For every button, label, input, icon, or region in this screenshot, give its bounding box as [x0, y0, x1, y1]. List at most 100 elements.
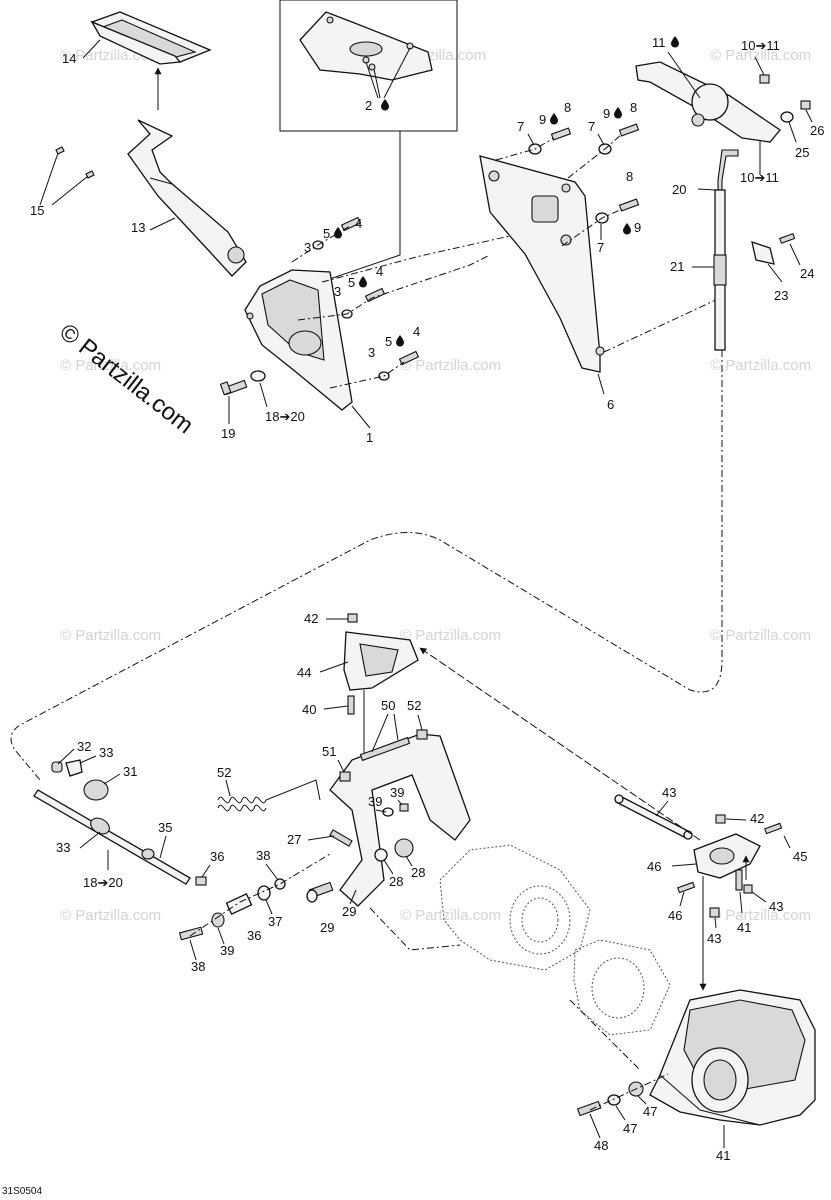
- part-33-cable: [33, 789, 191, 885]
- callout-8c: 8: [626, 169, 633, 184]
- part-8-screw: [550, 123, 640, 212]
- part-47-screw: [764, 822, 783, 835]
- watermark-text: © Partzilla.com: [60, 627, 161, 644]
- callout-42a: 40: [302, 702, 316, 717]
- callout-4c: 4: [413, 324, 420, 339]
- callout-45: 43: [662, 785, 676, 800]
- callout-23: 25: [795, 145, 809, 160]
- part-arm-assembly: [329, 729, 471, 907]
- callout-28: 28: [411, 865, 425, 880]
- callout-40: 39: [390, 785, 404, 800]
- part-24-nut: [800, 100, 811, 110]
- oil-drop-icon: [614, 107, 622, 119]
- callout-42b: 41: [737, 920, 751, 935]
- callout-43b: 42: [750, 811, 764, 826]
- part-4-screw: [340, 216, 420, 366]
- part-39-washer: [382, 807, 394, 817]
- callout-5a: 5: [323, 226, 330, 241]
- callout-30: 31: [123, 764, 137, 779]
- callout-32: 33: [99, 745, 113, 760]
- callout-51: 50: [381, 698, 395, 713]
- callout-39c: 39: [220, 943, 234, 958]
- linkage-route-line: [10, 350, 723, 781]
- callout-39b: 38: [256, 848, 270, 863]
- watermark-text: © Partzilla.com: [710, 47, 811, 64]
- part-31-clip: [51, 761, 63, 773]
- part-32-clip: [65, 759, 83, 777]
- callout-2: 2: [365, 98, 372, 113]
- callout-box: [279, 0, 458, 132]
- part-11-nut: [759, 74, 770, 84]
- callout-14: 14: [62, 51, 76, 66]
- part-22-screw: [779, 233, 796, 244]
- callout-9a: 9: [539, 112, 546, 127]
- callout-46: 46: [647, 859, 661, 874]
- callout-5c: 5: [385, 334, 392, 349]
- callout-39a: 39: [368, 794, 382, 809]
- callout-26: 28: [389, 874, 403, 889]
- callout-49: 47: [623, 1121, 637, 1136]
- callout-22: 24: [800, 266, 814, 281]
- oil-drop-icon: [359, 276, 367, 288]
- callout-17: 19: [221, 426, 235, 441]
- callout-1: 1: [366, 430, 373, 445]
- callout-52a: 51: [322, 744, 336, 759]
- oil-drop-icon: [396, 335, 404, 347]
- label-layer: 14 15 13 2 3 5 4 3 5 4 3 5 4 18➔20 19 1 …: [2, 35, 824, 1197]
- oil-drop-icon: [550, 113, 558, 125]
- callout-43c: 43: [707, 931, 721, 946]
- callout-27: 29: [342, 904, 356, 919]
- callout-24: 26: [810, 123, 824, 138]
- watermark-text: © Partzilla.com: [400, 907, 501, 924]
- callout-11: 10➔11: [741, 38, 780, 53]
- part-41-nozzle: [649, 989, 816, 1126]
- part-6-bracket: [479, 155, 605, 373]
- callout-43d: 43: [769, 899, 783, 914]
- drawing-code: 31S0504: [2, 1186, 42, 1197]
- callout-52b: 52: [407, 698, 421, 713]
- part-49-washer: [607, 1094, 621, 1106]
- callout-8a: 8: [564, 100, 571, 115]
- watermark-logo: © Partzilla.com: [54, 318, 198, 439]
- watermark-text: © Partzilla.com: [400, 627, 501, 644]
- callout-25: 27: [287, 832, 301, 847]
- part-47-screw-b: [677, 881, 696, 894]
- callout-7b: 7: [588, 119, 595, 134]
- watermark-layer: © Partzilla.com © Partzilla.com © Partzi…: [60, 47, 811, 924]
- part-43-nut-c: [709, 907, 720, 918]
- part-43-nut-b: [715, 814, 726, 824]
- part-16-washer: [250, 370, 266, 382]
- callout-29: 29: [320, 920, 334, 935]
- watermark-text: © Partzilla.com: [60, 357, 161, 374]
- part-12-lever: [635, 61, 781, 143]
- part-2-bracket: [299, 11, 433, 81]
- callout-12: 11: [652, 35, 666, 50]
- callout-13: 13: [131, 220, 145, 235]
- callout-36: 36: [247, 928, 261, 943]
- callout-48: 47: [643, 1104, 657, 1119]
- oil-drop-icon: [334, 227, 342, 239]
- watermark-text: © Partzilla.com: [710, 627, 811, 644]
- part-43-nut-d: [743, 884, 753, 894]
- callout-18: 18➔20: [83, 875, 123, 890]
- leader-box-to-cover: [317, 131, 401, 284]
- callout-35: 36: [210, 849, 224, 864]
- callout-53: 52: [217, 765, 231, 780]
- callout-47b: 46: [668, 908, 682, 923]
- callout-38: 38: [191, 959, 205, 974]
- callout-33: 33: [56, 840, 70, 855]
- callout-50: 48: [594, 1138, 608, 1153]
- part-37-bushing: [257, 885, 271, 901]
- watermark-text: © Partzilla.com: [710, 907, 811, 924]
- part-36-pivot: [211, 893, 253, 928]
- callout-34: 35: [158, 820, 172, 835]
- part-38-bolt: [178, 926, 204, 941]
- callout-9b: 9: [603, 106, 610, 121]
- part-39-washer-b: [274, 878, 286, 890]
- callout-43a: 42: [304, 611, 318, 626]
- callout-9c: 9: [634, 220, 641, 235]
- part-30-boot: [83, 779, 109, 801]
- part-50-bolt: [576, 1100, 602, 1117]
- callout-21: 23: [774, 288, 788, 303]
